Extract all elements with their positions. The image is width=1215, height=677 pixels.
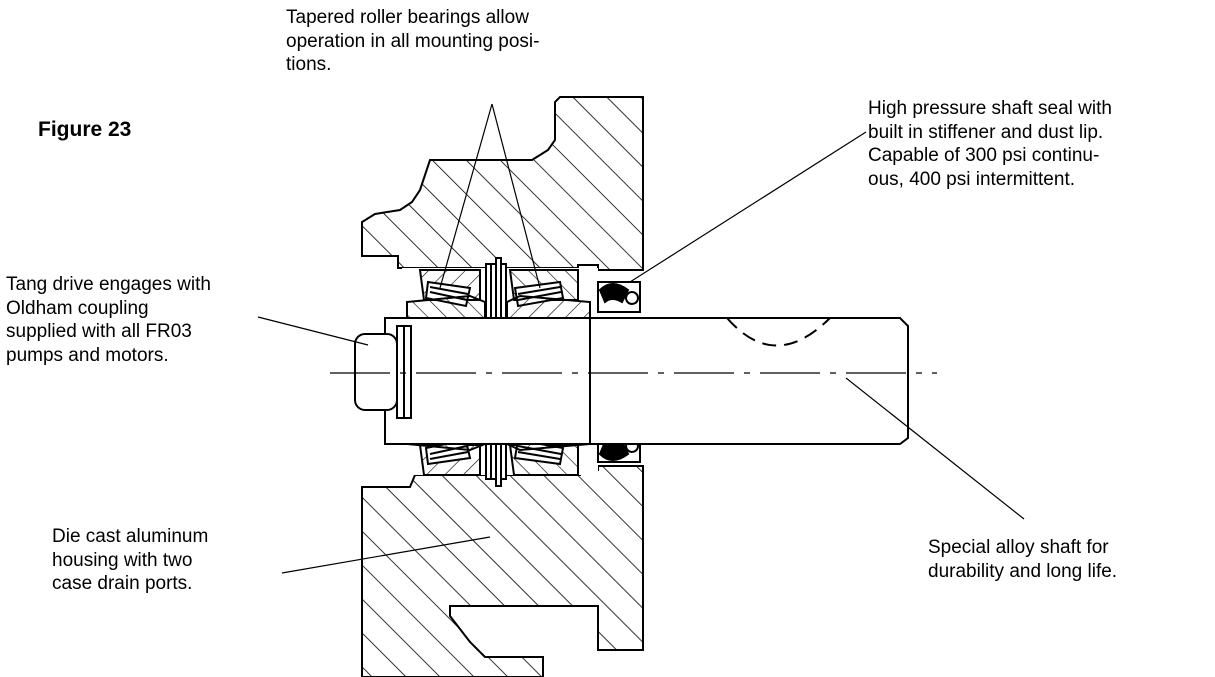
leader-seal bbox=[629, 131, 867, 283]
callout-tang-drive: Tang drive engages with Oldham coupling … bbox=[6, 274, 211, 366]
shaft bbox=[384, 317, 909, 445]
callout-housing: Die cast aluminum housing with two case … bbox=[52, 526, 209, 594]
callout-tapered-roller-bearings: Tapered roller bearings allow operation … bbox=[286, 7, 540, 75]
leader-shaft bbox=[845, 377, 1025, 520]
leader-bearings-2 bbox=[491, 103, 541, 289]
housing-upper bbox=[361, 96, 644, 271]
housing-lower bbox=[361, 465, 644, 677]
callout-shaft: Special alloy shaft for durability and l… bbox=[928, 537, 1118, 582]
callout-shaft-seal: High pressure shaft seal with built in s… bbox=[868, 98, 1112, 190]
leader-bearings-1 bbox=[439, 103, 493, 289]
leader-housing bbox=[281, 536, 491, 574]
figure-title: Figure 23 bbox=[38, 118, 132, 141]
leader-tang bbox=[257, 316, 369, 346]
tang-drive-end bbox=[354, 333, 398, 411]
